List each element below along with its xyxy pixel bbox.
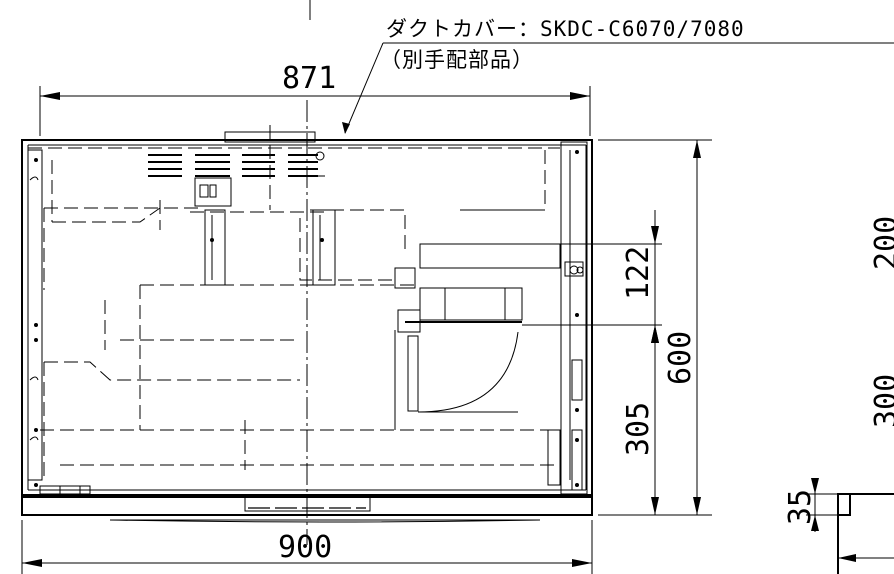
dimension-side-upper-label: 200 [869, 216, 894, 270]
vent-grille [148, 154, 318, 177]
dimension-lower-height: 305 [621, 325, 659, 515]
dimension-side-small-label: 35 [783, 489, 818, 525]
callout-part-note: （別手配部品） [380, 48, 534, 72]
duct-cover-callout: ダクトカバー：SKDC-C6070/7080 （別手配部品） [309, 0, 894, 134]
hood-body [21, 139, 593, 523]
callout-part-label: ダクトカバー：SKDC-C6070/7080 [386, 17, 745, 41]
hidden-lines [28, 125, 560, 480]
dimension-lower-height-label: 305 [621, 402, 656, 456]
dimension-upper-height: 122 [621, 210, 659, 343]
dimension-upper-height-label: 122 [621, 246, 656, 300]
dimension-total-height-label: 600 [663, 331, 698, 385]
dimension-top-width: 871 [39, 61, 591, 136]
dimension-side-lower-label: 300 [869, 374, 894, 428]
dimension-bottom-width-label: 900 [278, 530, 332, 565]
dimension-total-height: 600 [663, 140, 701, 515]
dimension-top-width-label: 871 [282, 61, 336, 96]
dimension-bottom-width: 900 [21, 520, 593, 574]
projection-lines [520, 139, 712, 516]
internal-components [59, 131, 561, 495]
side-view: 35 200 300 [783, 216, 894, 574]
